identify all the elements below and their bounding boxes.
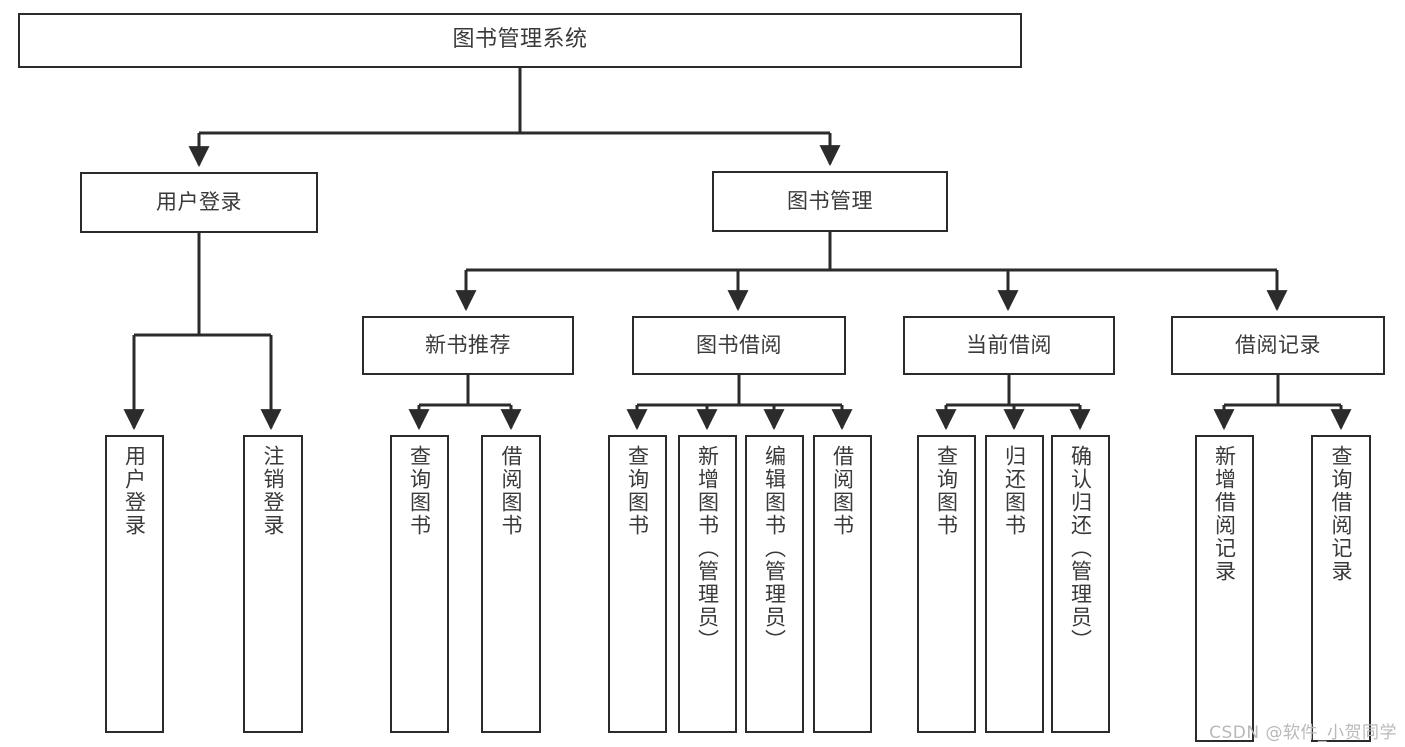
node-add-book-admin[interactable]: 新增图书（管理员） [678,435,737,733]
node-query-borrow-record[interactable]: 查询借阅记录 [1311,435,1371,742]
node-cur-query-book[interactable]: 查询图书 [917,435,976,733]
node-book-borrow[interactable]: 图书借阅 [632,316,846,375]
node-edit-book-admin-label: 编辑图书（管理员） [762,445,787,652]
node-new-book-rec-label: 新书推荐 [425,332,511,357]
node-user-login-do-label: 用户登录 [122,445,147,537]
node-borrow-record[interactable]: 借阅记录 [1171,316,1385,375]
node-edit-book-admin[interactable]: 编辑图书（管理员） [745,435,804,733]
node-borrow-query-book-label: 查询图书 [625,445,650,537]
node-book-manage-label: 图书管理 [787,188,873,213]
node-user-logout[interactable]: 注销登录 [243,435,303,733]
node-user-login-label: 用户登录 [156,189,242,214]
node-rec-query-book[interactable]: 查询图书 [390,435,449,733]
node-rec-borrow-book-label: 借阅图书 [499,445,524,537]
node-add-book-admin-label: 新增图书（管理员） [695,445,720,652]
node-user-logout-label: 注销登录 [261,445,286,537]
node-current-borrow[interactable]: 当前借阅 [903,316,1115,375]
node-cur-query-book-label: 查询图书 [934,445,959,537]
node-current-borrow-label: 当前借阅 [966,332,1052,357]
node-new-book-rec[interactable]: 新书推荐 [362,316,574,375]
node-rec-query-book-label: 查询图书 [407,445,432,537]
node-root[interactable]: 图书管理系统 [18,13,1022,68]
node-user-login[interactable]: 用户登录 [80,172,318,233]
node-book-manage[interactable]: 图书管理 [712,171,948,232]
node-borrow-query-book[interactable]: 查询图书 [608,435,667,733]
node-return-book-label: 归还图书 [1002,445,1027,537]
node-confirm-return-admin-label: 确认归还（管理员） [1068,445,1093,652]
node-root-label: 图书管理系统 [452,27,588,53]
node-borrow-book[interactable]: 借阅图书 [813,435,872,733]
node-add-borrow-record[interactable]: 新增借阅记录 [1195,435,1254,742]
node-confirm-return-admin[interactable]: 确认归还（管理员） [1051,435,1110,733]
node-borrow-record-label: 借阅记录 [1235,332,1321,357]
node-user-login-do[interactable]: 用户登录 [105,435,164,733]
node-book-borrow-label: 图书借阅 [696,332,782,357]
watermark: CSDN @软件_小贺同学 [1209,723,1397,743]
node-rec-borrow-book[interactable]: 借阅图书 [481,435,541,733]
node-add-borrow-record-label: 新增借阅记录 [1212,445,1237,583]
node-return-book[interactable]: 归还图书 [985,435,1044,733]
node-query-borrow-record-label: 查询借阅记录 [1329,445,1354,583]
node-borrow-book-label: 借阅图书 [830,445,855,537]
